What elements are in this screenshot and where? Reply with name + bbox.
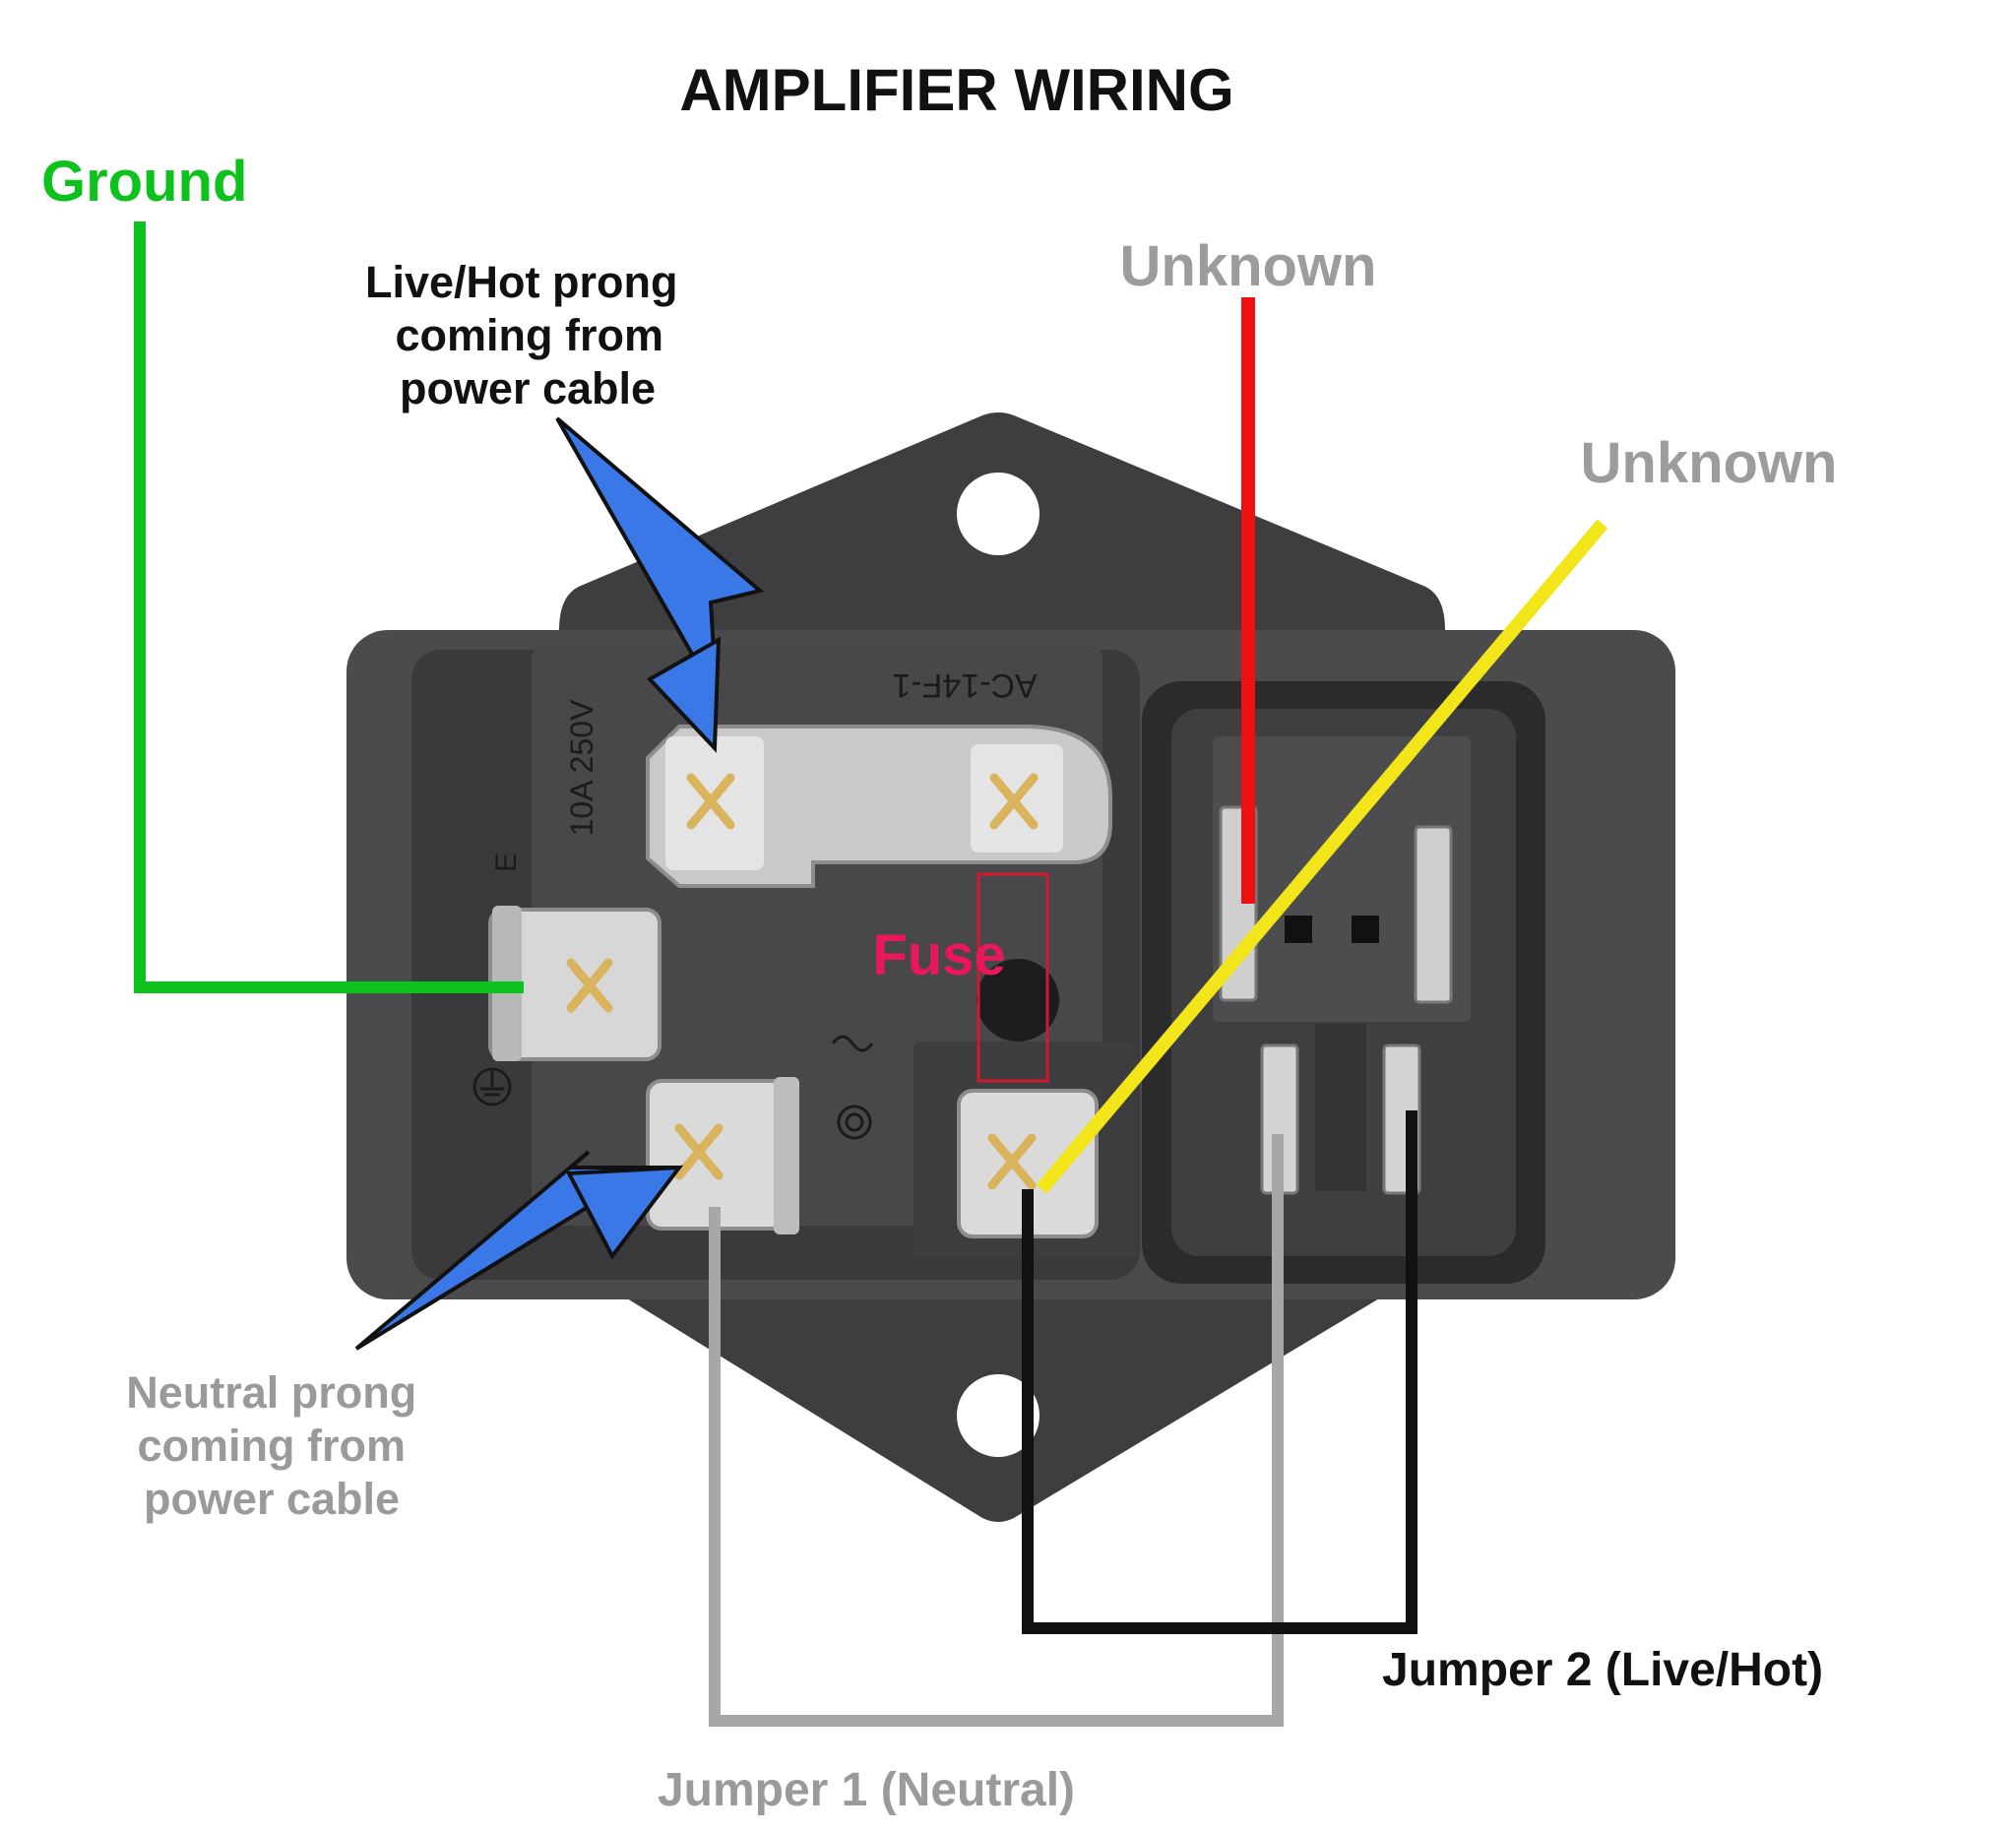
fuse-hole — [976, 959, 1059, 1042]
ground-wire — [134, 221, 524, 993]
neutral-prong-label-line: power cable — [144, 1474, 400, 1524]
switch-tab-upper-right — [1414, 825, 1453, 1004]
terminal-cross-icon — [566, 958, 613, 1013]
terminal-cross-icon — [686, 773, 735, 830]
mounting-hole-top — [957, 473, 1040, 555]
live-prong-label-line: coming from — [395, 310, 663, 360]
terminal-cross-icon — [674, 1123, 724, 1180]
terminal-cross-icon — [987, 1133, 1037, 1190]
terminal-cross-icon — [989, 773, 1039, 830]
switch-square-left — [1285, 916, 1312, 943]
socket-model-marking: AC-14F-1 — [892, 666, 1037, 704]
live-prong-label: Live/Hot prong coming from power cable — [365, 257, 690, 413]
live-prong-label-line: power cable — [400, 363, 656, 413]
neutral-prong-label: Neutral prong coming from power cable — [126, 1367, 429, 1524]
mounting-hole-bottom — [957, 1374, 1040, 1457]
unknown-yellow-label: Unknown — [1581, 431, 1838, 495]
live-prong-label-line: Live/Hot prong — [365, 257, 677, 307]
neutral-prong-arrow-head — [565, 1165, 684, 1260]
socket-rating-marking: 10A 250V — [564, 699, 599, 836]
switch-contact-block — [1213, 736, 1471, 1022]
switch-square-right — [1352, 916, 1379, 943]
jumper1-neutral-wire — [709, 1134, 1284, 1727]
jumper2-label: Jumper 2 (Live/Hot) — [1382, 1644, 1823, 1696]
unknown-yellow-wire — [1036, 519, 1608, 1194]
fuse-outline — [976, 872, 1049, 1083]
live-prong-arrow-head — [646, 636, 722, 753]
unknown-red-label: Unknown — [1120, 234, 1377, 298]
neutral-terminal-side — [774, 1077, 799, 1234]
neutral-prong-label-line: coming from — [137, 1421, 406, 1471]
socket-earth-letter: E — [490, 853, 523, 872]
ground-label: Ground — [41, 150, 247, 214]
jumper2-live-wire — [1022, 1110, 1418, 1634]
switch-post-lower — [1315, 1024, 1366, 1191]
diagram-title: AMPLIFIER WIRING — [679, 57, 1233, 123]
live-prong-arrow — [555, 416, 765, 698]
fuse-label: Fuse — [872, 923, 1005, 987]
neutral-terminal-plate — [646, 1079, 795, 1231]
jumper1-label: Jumper 1 (Neutral) — [658, 1764, 1075, 1816]
earth-symbol-icon — [472, 1067, 512, 1106]
neutral-symbol-icon — [831, 1035, 874, 1140]
neutral-prong-label-line: Neutral prong — [126, 1367, 416, 1418]
